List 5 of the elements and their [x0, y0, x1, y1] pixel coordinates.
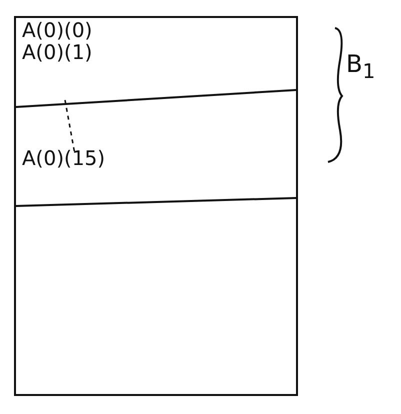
element-label: A(0)(0) [22, 18, 92, 42]
memory-block [14, 16, 298, 396]
element-label: A(0)(1) [22, 40, 92, 64]
brace-label: B$_{1}$ [346, 50, 376, 83]
element-label: A(0)(15) [22, 146, 106, 170]
